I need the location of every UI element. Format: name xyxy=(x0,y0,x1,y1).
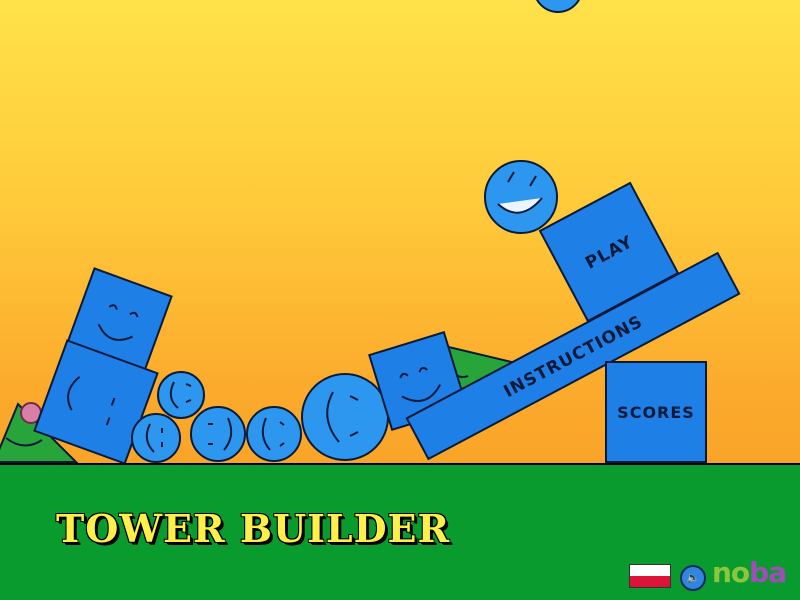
flag-red-stripe xyxy=(630,576,670,587)
logo-part2: ba xyxy=(749,556,787,589)
blue-ball-small-2 xyxy=(131,413,181,463)
nocba-logo: noba xyxy=(712,556,787,589)
ball-top xyxy=(536,0,580,13)
blue-ball-large xyxy=(301,373,389,461)
scores-button[interactable]: SCORES xyxy=(605,361,707,463)
blue-ball-small-1 xyxy=(157,371,205,419)
blue-ball-small-3 xyxy=(190,406,246,462)
speaker-icon[interactable]: 🔈 xyxy=(680,565,706,591)
blue-ball-small-4 xyxy=(246,406,302,462)
logo-part1: no xyxy=(712,556,750,589)
game-title: TOWER BUILDER xyxy=(56,506,451,551)
scores-label: SCORES xyxy=(617,403,695,422)
poland-flag-icon[interactable] xyxy=(629,564,671,588)
flag-white-stripe xyxy=(630,565,670,576)
play-button[interactable]: PLAY xyxy=(538,181,680,323)
blue-ball-smiling xyxy=(484,160,558,234)
